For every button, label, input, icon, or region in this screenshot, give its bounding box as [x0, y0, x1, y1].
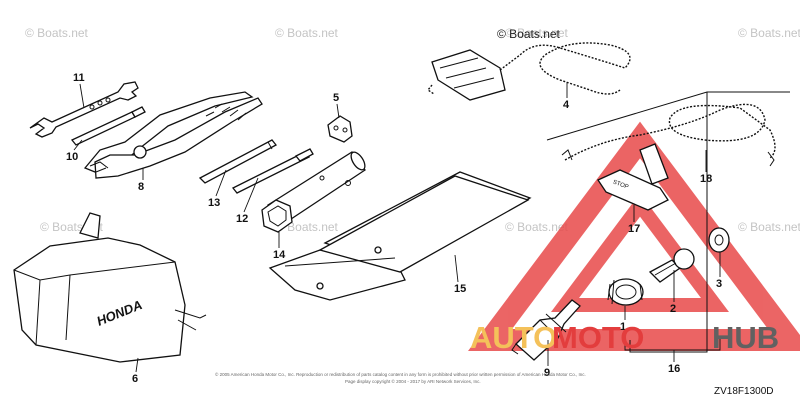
watermark-layer: © Boats.net © Boats.net © Boats.net © Bo…: [25, 26, 800, 234]
callout-10: 10: [66, 151, 78, 163]
logo-auto: AUTO: [470, 320, 557, 355]
diagram-code: ZV18F1300D: [714, 386, 773, 397]
wrench-11[interactable]: [29, 81, 139, 138]
knob-1[interactable]: [607, 278, 644, 306]
callout-17: 17: [628, 223, 640, 235]
svg-text:STOP: STOP: [612, 180, 629, 191]
spark-plug-9[interactable]: [511, 299, 581, 361]
rod-13[interactable]: [198, 139, 277, 184]
screwdriver-10[interactable]: [70, 106, 146, 146]
rope-18[interactable]: [561, 103, 776, 167]
watermark: © Boats.net: [738, 220, 800, 234]
callout-11: 11: [73, 72, 85, 84]
callout-2: 2: [670, 303, 676, 315]
callout-1: 1: [620, 321, 626, 333]
callout-5: 5: [333, 92, 339, 104]
toolbag-15[interactable]: [268, 171, 532, 301]
watermark: © Boats.net: [505, 26, 569, 40]
clip-5[interactable]: [327, 115, 353, 143]
copyright-line-2: Page display copyright © 2004 - 2017 by …: [345, 378, 481, 384]
automotohub-logo: AUTO MOTO HUB: [470, 320, 779, 355]
watermark: © Boats.net: [505, 220, 569, 234]
pliers-8[interactable]: [83, 91, 263, 179]
callout-16: 16: [668, 363, 680, 375]
callout-13: 13: [208, 197, 220, 209]
callout-12: 12: [236, 213, 248, 225]
callout-9: 9: [544, 367, 550, 379]
logo-moto: MOTO: [552, 320, 644, 355]
watermark: © Boats.net: [738, 26, 800, 40]
watermark: © Boats.net: [497, 27, 561, 41]
bar-12[interactable]: [231, 148, 314, 194]
copyright-line-1: © 2005 American Honda Motor Co., Inc. Re…: [215, 371, 586, 377]
logo-triangle: [468, 121, 800, 351]
kit-outline: [546, 91, 790, 353]
callout-3: 3: [716, 278, 722, 290]
watermark: © Boats.net: [25, 26, 89, 40]
starter-rope-4[interactable]: [426, 42, 631, 101]
watermark: © Boats.net: [275, 26, 339, 40]
logo-hub: HUB: [712, 320, 779, 355]
callout-8: 8: [138, 181, 144, 193]
plug-wrench-17[interactable]: STOP: [597, 143, 669, 211]
callout-18: 18: [700, 173, 712, 185]
cover-6[interactable]: HONDA: [13, 212, 207, 363]
plug-2[interactable]: [648, 248, 695, 283]
callout-14: 14: [273, 249, 286, 261]
washer-3[interactable]: [708, 227, 730, 253]
callout-4: 4: [563, 99, 570, 111]
socket-14[interactable]: [261, 150, 368, 233]
callout-15: 15: [454, 283, 466, 295]
bracket-16: [624, 336, 721, 362]
callout-6: 6: [132, 373, 138, 385]
